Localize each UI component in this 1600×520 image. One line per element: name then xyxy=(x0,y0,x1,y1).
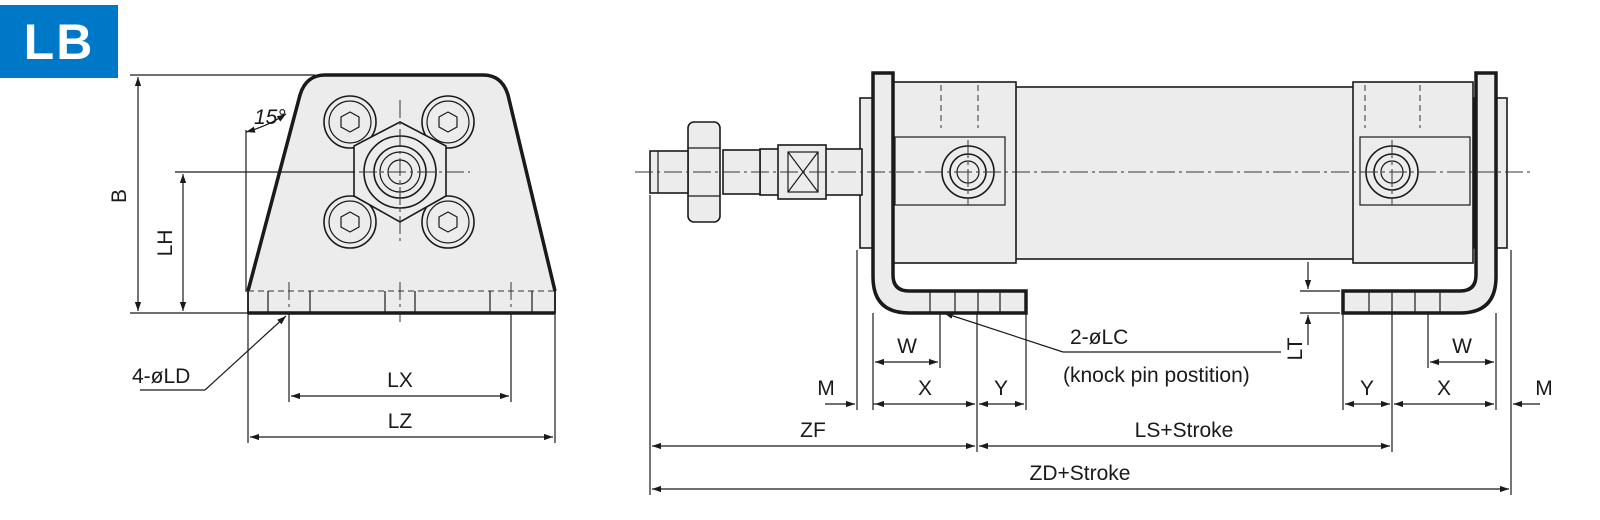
dim-zf-label: ZF xyxy=(800,419,826,442)
dim-w-right-label: W xyxy=(1452,335,1472,358)
lb-badge: LB xyxy=(0,5,118,78)
dim-lt-label: LT xyxy=(1284,337,1307,360)
bolt-hole-bottom-right xyxy=(421,195,475,249)
dim-lz-label: LZ xyxy=(388,410,413,433)
hole-callout-label: 4-øLD xyxy=(132,365,190,388)
dim-x-left-label: X xyxy=(918,377,932,400)
dim-b-label: B xyxy=(108,189,131,203)
dim-ls-label: LS+Stroke xyxy=(1135,419,1234,442)
dim-m-left-label: M xyxy=(817,377,835,400)
dim-y-left-label: Y xyxy=(994,377,1008,400)
dim-y-right-label: Y xyxy=(1360,377,1374,400)
knock-pin-note: (knock pin postition) xyxy=(1063,364,1250,387)
dim-m-right-label: M xyxy=(1535,377,1553,400)
front-view: 15° B LH LX LZ 4-øLD xyxy=(108,73,557,443)
side-view: 2-øLC (knock pin postition) LT W W xyxy=(635,71,1553,495)
dim-lh-label: LH xyxy=(154,230,177,257)
badge-label: LB xyxy=(23,13,95,70)
knock-pin-label: 2-øLC xyxy=(1070,326,1128,349)
bolt-hole-top-right xyxy=(421,95,475,149)
dim-lx-label: LX xyxy=(387,369,413,392)
angle-label: 15° xyxy=(254,106,286,129)
bolt-hole-top-left xyxy=(323,95,377,149)
cylinder-tube xyxy=(1014,86,1356,260)
dim-zd-label: ZD+Stroke xyxy=(1030,462,1131,485)
bolt-hole-bottom-left xyxy=(323,195,377,249)
dim-x-right-label: X xyxy=(1437,377,1451,400)
dim-w-left-label: W xyxy=(897,335,917,358)
